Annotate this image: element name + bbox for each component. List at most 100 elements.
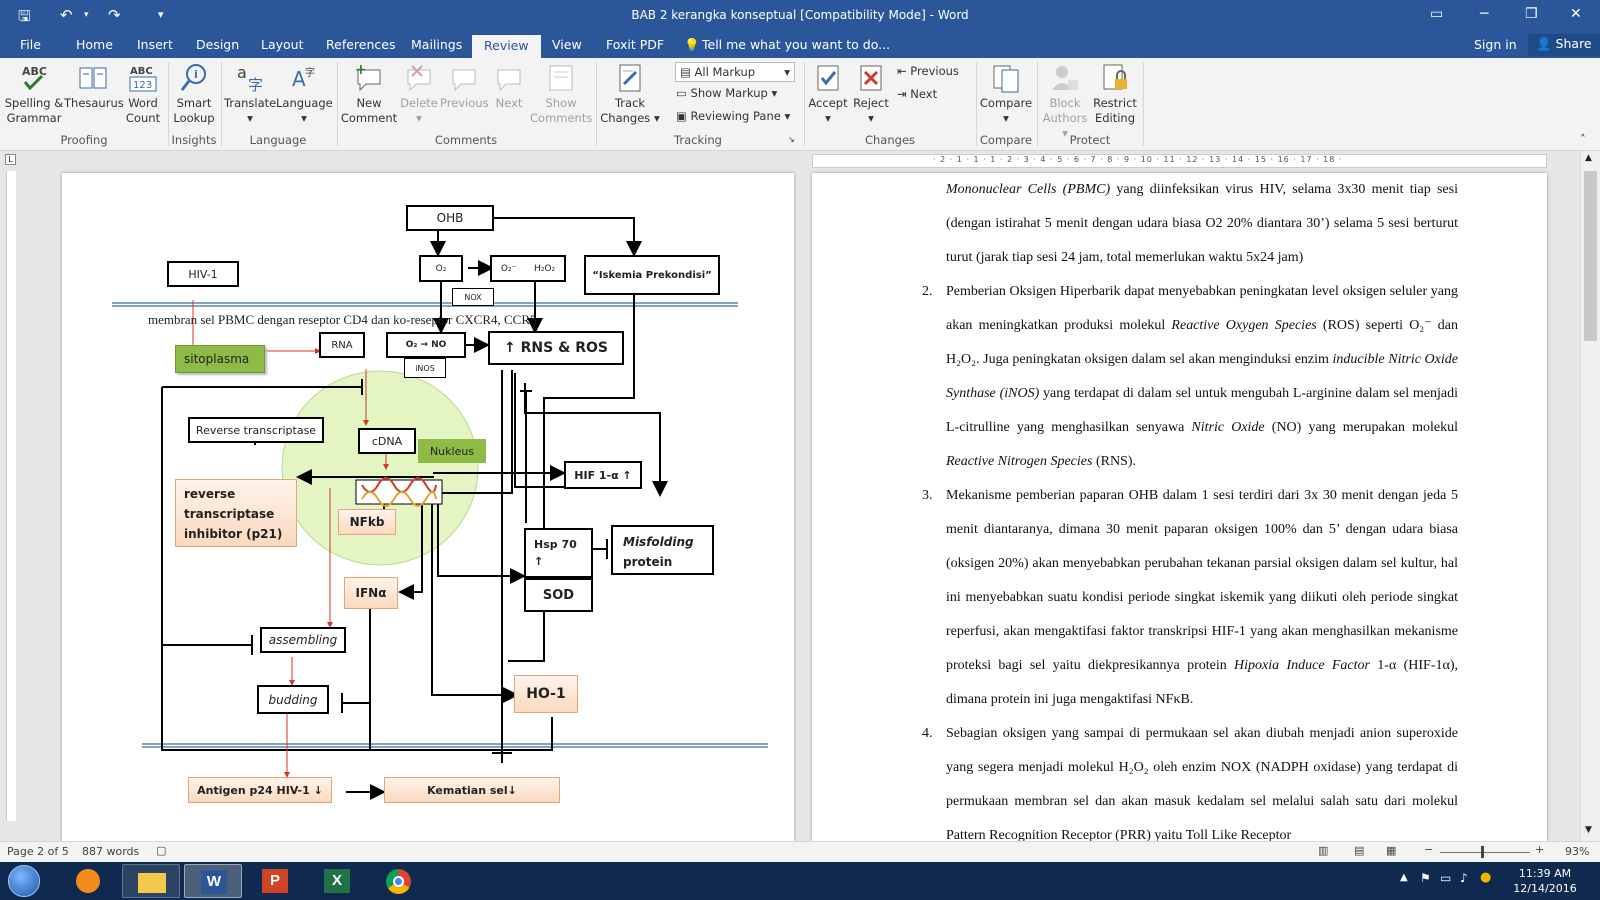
zoom-level[interactable]: 93%: [1565, 845, 1590, 858]
network-icon[interactable]: ⚑: [1420, 871, 1431, 885]
tab-design[interactable]: Design: [196, 37, 240, 52]
vertical-ruler[interactable]: L: [0, 151, 20, 841]
restrict-editing-icon: [1100, 62, 1130, 94]
antigen-p24-box: Antigen p24 HIV-1 ↓: [188, 777, 332, 803]
undo-dropdown-icon[interactable]: ▾: [84, 10, 89, 20]
page-indicator[interactable]: Page 2 of 5: [7, 845, 69, 858]
tab-references[interactable]: References: [326, 37, 396, 52]
kematian-sel-box: Kematian sel↓: [384, 777, 560, 803]
show-hidden-icons-icon[interactable]: ▲: [1400, 872, 1408, 883]
reject-button[interactable]: Reject▾: [850, 62, 892, 126]
nukleus-label: Nukleus: [418, 439, 486, 463]
accept-button[interactable]: Accept▾: [806, 62, 850, 126]
word-count[interactable]: 887 words: [82, 845, 140, 858]
vertical-scrollbar[interactable]: ▲ ▼: [1580, 151, 1600, 841]
scroll-up-icon[interactable]: ▲: [1585, 153, 1592, 163]
proofing-status-icon[interactable]: ▢: [156, 844, 167, 857]
scrollbar-thumb[interactable]: [1584, 171, 1597, 341]
document-workspace: L: [0, 151, 1600, 841]
customize-toolbar-icon[interactable]: ▾: [158, 8, 164, 21]
tab-foxit-pdf[interactable]: Foxit PDF: [606, 37, 665, 52]
display-for-review-select[interactable]: ▤ All Markup▾: [675, 62, 795, 82]
changes-group-label: Changes: [864, 133, 916, 147]
tab-layout[interactable]: Layout: [261, 37, 304, 52]
svg-text:A: A: [292, 67, 306, 91]
chrome-taskbar-icon[interactable]: [370, 864, 428, 898]
delete-comment-button[interactable]: Delete▾: [398, 62, 440, 126]
zoom-slider-thumb[interactable]: [1481, 846, 1484, 858]
scroll-down-icon[interactable]: ▼: [1585, 825, 1592, 835]
previous-change-icon: ⇤: [897, 64, 911, 78]
notification-app-icon[interactable]: ●: [1480, 870, 1492, 885]
excel-taskbar-icon[interactable]: X: [308, 864, 366, 898]
share-button[interactable]: 👤 Share: [1528, 34, 1600, 56]
web-layout-icon[interactable]: ▦: [1386, 844, 1397, 857]
spelling-grammar-button[interactable]: ABC Spelling &Grammar: [4, 62, 64, 126]
show-comments-icon: [546, 62, 576, 94]
status-bar: Page 2 of 5 887 words ▢ ▥ ▤ ▦ − + 93%: [0, 841, 1600, 862]
tracking-dialog-launcher-icon[interactable]: ↘: [788, 135, 795, 144]
tab-review[interactable]: Review: [472, 35, 541, 58]
book-icon: [78, 62, 108, 94]
minimize-icon[interactable]: ─: [1480, 6, 1489, 22]
close-icon[interactable]: ✕: [1570, 6, 1582, 22]
tab-home[interactable]: Home: [76, 37, 113, 52]
horizontal-ruler[interactable]: · 2 · 1 · 1 · 1 · 2 · 3 · 4 · 5 · 6 · 7 …: [812, 154, 1547, 168]
sign-in-link[interactable]: Sign in: [1474, 37, 1517, 52]
word-taskbar-icon[interactable]: W: [184, 864, 242, 898]
language-group-label: Language: [249, 133, 307, 147]
compare-icon: [991, 62, 1021, 94]
start-button[interactable]: [8, 865, 40, 897]
nfkb-box: NFkb: [338, 509, 396, 535]
redo-icon[interactable]: ↷: [108, 6, 121, 24]
ribbon-display-icon[interactable]: ▭: [1430, 6, 1444, 22]
file-explorer-icon[interactable]: [122, 864, 180, 898]
tell-me-input[interactable]: Tell me what you want to do...: [702, 37, 891, 52]
tab-view[interactable]: View: [552, 37, 582, 52]
restore-icon[interactable]: ❐: [1525, 6, 1538, 22]
show-markup-button[interactable]: ▭ Show Markup ▾: [676, 86, 778, 100]
zoom-out-icon[interactable]: −: [1424, 843, 1434, 856]
next-comment-button[interactable]: Next: [488, 62, 530, 111]
assembling-box: assembling: [260, 627, 346, 653]
protect-group-label: Protect: [1069, 133, 1111, 147]
svg-text:123: 123: [133, 80, 152, 91]
read-mode-icon[interactable]: ▥: [1318, 844, 1329, 857]
previous-change-button[interactable]: ⇤ Previous: [897, 64, 959, 78]
tab-mailings[interactable]: Mailings: [411, 37, 463, 52]
reviewing-pane-button[interactable]: ▣ Reviewing Pane ▾: [676, 109, 791, 123]
translate-dropdown-icon: ▾: [247, 111, 253, 125]
action-center-icon[interactable]: ▭: [1440, 871, 1452, 885]
next-change-button[interactable]: ⇥ Next: [897, 87, 938, 101]
tab-insert[interactable]: Insert: [137, 37, 173, 52]
volume-icon[interactable]: ♪: [1460, 871, 1468, 885]
collapse-ribbon-icon[interactable]: ˄: [1580, 132, 1586, 146]
media-player-icon[interactable]: [60, 864, 118, 898]
paragraph-1: Mononuclear Cells (PBMC) yang diinfeksik…: [946, 182, 1458, 265]
save-icon[interactable]: 🖫: [18, 7, 31, 25]
undo-icon[interactable]: ↶: [60, 6, 73, 24]
tab-file[interactable]: File: [20, 37, 41, 52]
compare-button[interactable]: Compare▾: [978, 62, 1034, 126]
zoom-slider[interactable]: [1440, 852, 1530, 853]
tab-selector-icon[interactable]: L: [5, 154, 16, 165]
powerpoint-taskbar-icon[interactable]: P: [246, 864, 304, 898]
thesaurus-button[interactable]: Thesaurus: [64, 62, 124, 111]
nox-label: NOX: [452, 288, 494, 306]
previous-comment-button[interactable]: Previous: [440, 62, 489, 111]
print-layout-icon[interactable]: ▤: [1354, 844, 1365, 857]
zoom-in-icon[interactable]: +: [1535, 843, 1545, 856]
